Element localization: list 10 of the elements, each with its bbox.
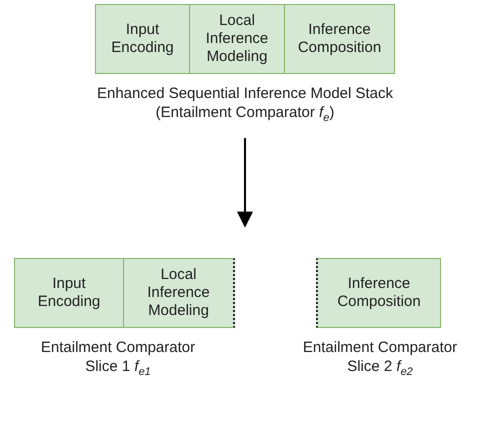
component-box: Local Inference Modeling bbox=[189, 4, 285, 74]
component-box: Inference Composition bbox=[284, 4, 395, 74]
component-box: Inference Composition bbox=[316, 258, 441, 328]
arrow bbox=[237, 138, 253, 228]
component-box: Input Encoding bbox=[14, 258, 124, 328]
component-box: Local Inference Modeling bbox=[123, 258, 235, 328]
group-label: Entailment Comparator Slice 2 f$_{e2}$ bbox=[302, 338, 458, 380]
group-label: Enhanced Sequential Inference Model Stack (Entailment Comparator f$_{e}$) bbox=[96, 84, 394, 126]
group-label: Entailment Comparator Slice 1 f$_{e1}$ bbox=[40, 338, 196, 380]
component-box: Input Encoding bbox=[95, 4, 190, 74]
